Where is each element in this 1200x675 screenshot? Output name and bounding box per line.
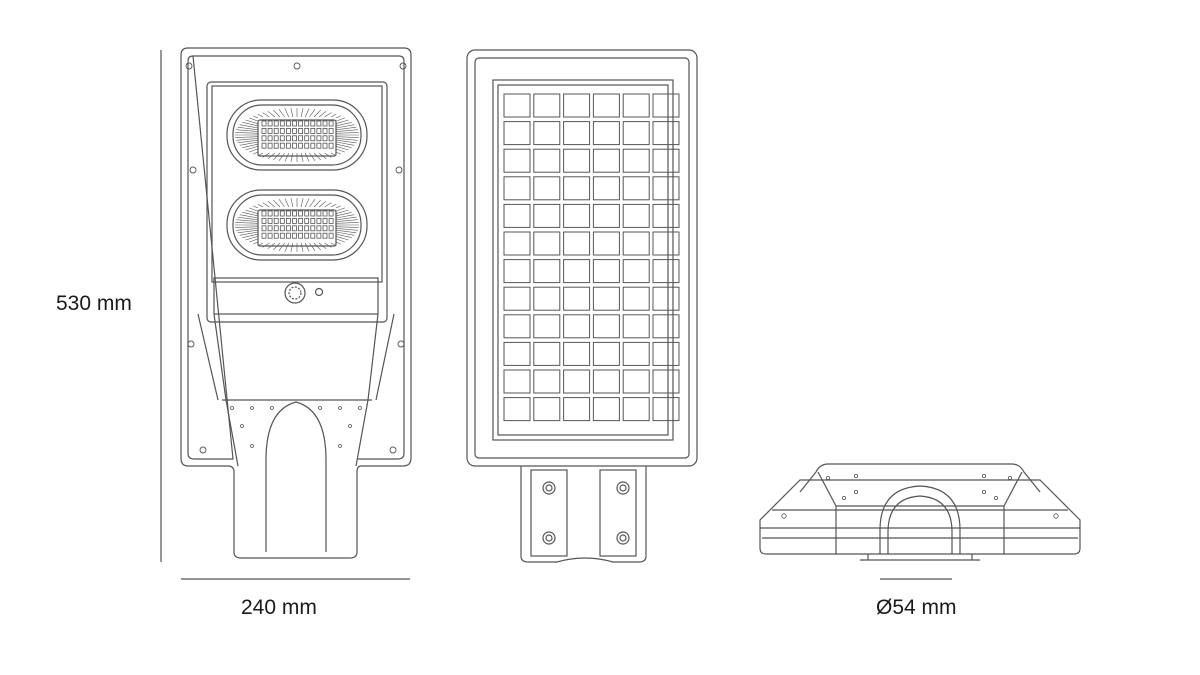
- solar-cell: [622, 369, 650, 394]
- solar-cell: [503, 121, 531, 146]
- solar-cell: [652, 286, 680, 311]
- solar-cell: [503, 231, 531, 256]
- solar-cell: [652, 121, 680, 146]
- solar-cell: [652, 369, 680, 394]
- solar-cell: [592, 286, 620, 311]
- back-housing-outline: [466, 49, 698, 467]
- solar-cell: [563, 259, 591, 284]
- pir-sensor-icon: [284, 282, 306, 304]
- solar-cell: [503, 148, 531, 173]
- led-module-1: [226, 99, 368, 171]
- solar-cell: [652, 314, 680, 339]
- mount-diameter-label: Ø54 mm: [876, 596, 957, 619]
- height-dimension-label: 530 mm: [56, 292, 132, 315]
- solar-cell: [622, 397, 650, 422]
- solar-cell: [622, 259, 650, 284]
- solar-cell: [592, 369, 620, 394]
- solar-cell: [503, 397, 531, 422]
- solar-cell: [563, 341, 591, 366]
- solar-cell: [622, 121, 650, 146]
- solar-cell: [622, 203, 650, 228]
- solar-cell: [652, 93, 680, 118]
- solar-cell: [503, 286, 531, 311]
- front-view: [180, 47, 412, 559]
- solar-cell: [622, 148, 650, 173]
- solar-cell: [503, 176, 531, 201]
- vent-holes: [230, 406, 362, 448]
- solar-cell: [563, 176, 591, 201]
- solar-cell: [622, 176, 650, 201]
- solar-cell: [652, 231, 680, 256]
- front-screws: [185, 62, 407, 454]
- solar-cell: [503, 203, 531, 228]
- solar-cell: [622, 231, 650, 256]
- solar-cell: [503, 341, 531, 366]
- solar-cell: [533, 176, 561, 201]
- solar-cell: [622, 314, 650, 339]
- solar-cell: [533, 231, 561, 256]
- solar-cell: [533, 121, 561, 146]
- solar-cell: [563, 286, 591, 311]
- solar-cell: [533, 148, 561, 173]
- solar-cell: [592, 93, 620, 118]
- front-inner-panel: [206, 81, 388, 323]
- solar-cell: [592, 397, 620, 422]
- solar-cell: [592, 203, 620, 228]
- side-top-outline: [815, 463, 1041, 493]
- bracket-bolt-icon: [616, 531, 630, 545]
- solar-cell: [563, 397, 591, 422]
- solar-cell: [652, 397, 680, 422]
- solar-cell: [563, 369, 591, 394]
- solar-cell: [503, 259, 531, 284]
- solar-cell: [563, 148, 591, 173]
- solar-cell: [503, 93, 531, 118]
- solar-cell: [592, 259, 620, 284]
- solar-cell: [533, 369, 561, 394]
- solar-cell: [652, 176, 680, 201]
- solar-cell: [592, 314, 620, 339]
- solar-cell: [622, 93, 650, 118]
- solar-cell: [563, 203, 591, 228]
- solar-cell: [503, 314, 531, 339]
- solar-cell: [592, 341, 620, 366]
- solar-cell: [563, 93, 591, 118]
- indicator-led-icon: [314, 287, 324, 297]
- solar-cell: [652, 259, 680, 284]
- solar-cell: [533, 397, 561, 422]
- back-view: [466, 49, 698, 563]
- solar-cell: [533, 286, 561, 311]
- solar-cell: [533, 93, 561, 118]
- bracket-bolt-icon: [616, 481, 630, 495]
- solar-cell: [533, 203, 561, 228]
- solar-cell: [592, 176, 620, 201]
- solar-cell: [622, 286, 650, 311]
- bracket-bolt-icon: [542, 531, 556, 545]
- solar-cell: [652, 341, 680, 366]
- side-view: [759, 463, 1081, 561]
- mounting-arm: [265, 401, 327, 552]
- solar-cell: [563, 121, 591, 146]
- solar-cell: [592, 148, 620, 173]
- solar-cell: [652, 203, 680, 228]
- bracket-bolt-icon: [542, 481, 556, 495]
- pole-clamp-arc: [879, 485, 961, 554]
- width-dimension-label: 240 mm: [241, 596, 317, 619]
- solar-cell: [592, 121, 620, 146]
- solar-cell: [652, 148, 680, 173]
- solar-cell: [533, 314, 561, 339]
- solar-cell: [533, 259, 561, 284]
- side-body-outline: [759, 479, 1081, 555]
- solar-cell: [592, 231, 620, 256]
- mounting-bracket: [520, 466, 647, 563]
- front-housing-outline: [180, 47, 412, 559]
- solar-cell: [563, 314, 591, 339]
- solar-cell: [503, 369, 531, 394]
- solar-cell: [622, 341, 650, 366]
- led-module-2: [226, 189, 368, 261]
- sensor-band: [213, 277, 379, 315]
- solar-cells: [503, 93, 680, 422]
- solar-cell: [533, 341, 561, 366]
- solar-cell: [563, 231, 591, 256]
